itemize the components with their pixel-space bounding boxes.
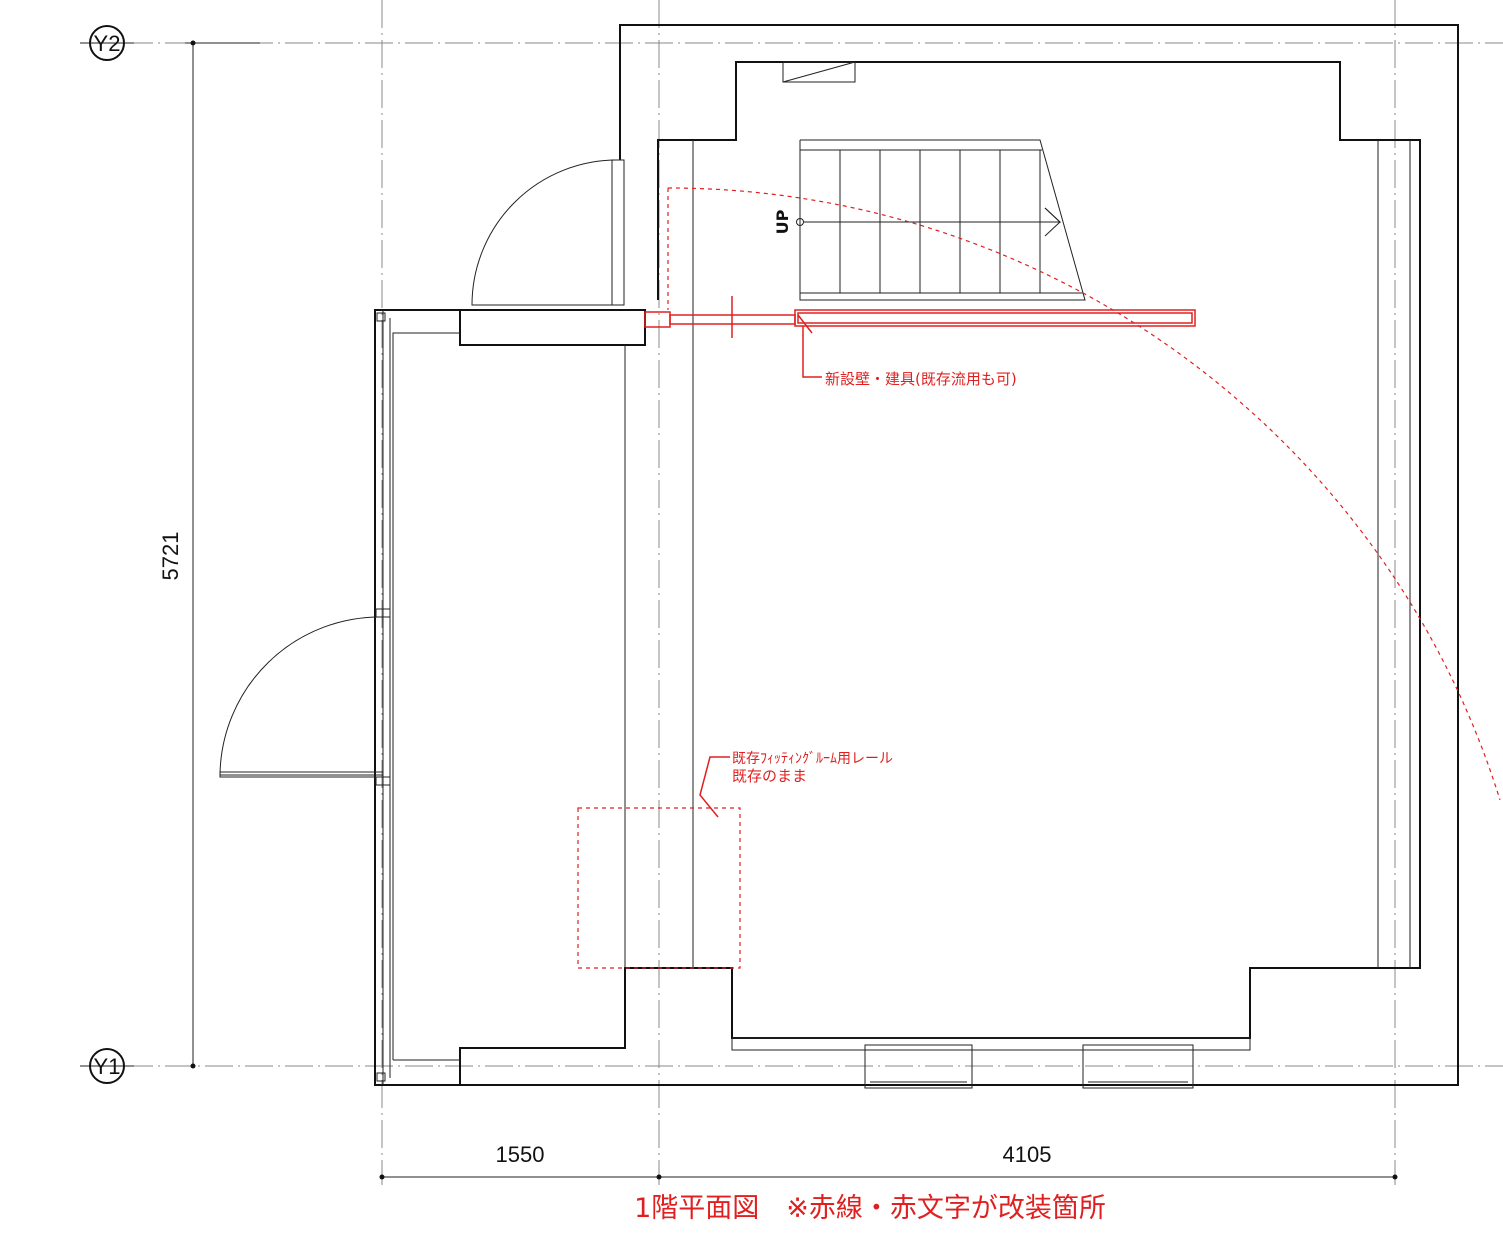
drawing-title: 1階平面図 ※赤線・赤文字が改装箇所 bbox=[634, 1193, 1106, 1224]
staircase: UP bbox=[773, 139, 1086, 301]
new-partition bbox=[644, 296, 1196, 338]
door-top bbox=[471, 159, 625, 306]
storefront-glazing bbox=[375, 310, 460, 1085]
svg-text:5721: 5721 bbox=[158, 532, 183, 581]
svg-text:Y2: Y2 bbox=[94, 31, 121, 56]
annotation-fitting-rail: 既存ﾌｨｯﾃｨﾝｸﾞﾙｰﾑ用レール 既存のまま bbox=[699, 751, 893, 818]
horizontal-dimension: 1550 4105 bbox=[379, 1142, 1398, 1180]
svg-text:Y1: Y1 bbox=[94, 1054, 121, 1079]
grid-bubble-y1: Y1 bbox=[80, 1048, 134, 1084]
svg-text:新設壁・建具(既存流用も可): 新設壁・建具(既存流用も可) bbox=[825, 370, 1017, 388]
fitting-room-outline bbox=[577, 807, 741, 969]
bottom-windows bbox=[731, 1037, 1251, 1089]
door-left bbox=[219, 616, 384, 778]
svg-text:4105: 4105 bbox=[1003, 1142, 1052, 1167]
grid-lines bbox=[125, 0, 1503, 1185]
svg-text:既存ﾌｨｯﾃｨﾝｸﾞﾙｰﾑ用レール: 既存ﾌｨｯﾃｨﾝｸﾞﾙｰﾑ用レール bbox=[732, 751, 893, 767]
vertical-dimension: 5721 bbox=[158, 40, 260, 1069]
annotation-new-partition: 新設壁・建具(既存流用も可) bbox=[802, 326, 1017, 388]
stair-up-label: UP bbox=[773, 209, 792, 234]
door-swing-arc bbox=[667, 187, 1501, 801]
exterior-walls bbox=[374, 24, 1459, 1086]
svg-text:1550: 1550 bbox=[496, 1142, 545, 1167]
grid-bubble-y2: Y2 bbox=[80, 25, 134, 61]
svg-text:既存のまま: 既存のまま bbox=[732, 767, 807, 785]
